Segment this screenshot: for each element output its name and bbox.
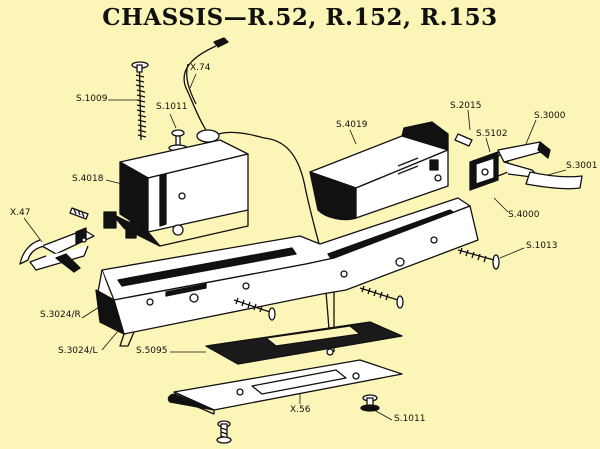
label-s1013: S.1013: [526, 241, 558, 251]
label-s3001: S.3001: [566, 161, 598, 171]
label-x56: X.56: [290, 405, 311, 415]
label-s3024l: S.3024/L: [58, 346, 98, 356]
label-s1011-bottom: S.1011: [394, 414, 426, 424]
label-x47: X.47: [10, 208, 31, 218]
label-s1011-top: S.1011: [156, 102, 188, 112]
s1011-bottom-screw: [360, 394, 380, 412]
label-s5095: S.5095: [136, 346, 168, 356]
s5102-bracket: [469, 151, 509, 191]
s4018-motor-block: [103, 139, 249, 247]
s1009-screw: [131, 61, 149, 141]
diagram-title: CHASSIS—R.52, R.152, R.153: [102, 4, 498, 31]
pin-small: [69, 207, 89, 220]
frame-screw-left: [233, 297, 276, 321]
x74-wire: [183, 37, 265, 143]
loose-screw: [216, 420, 232, 444]
label-s5102: S.5102: [476, 129, 508, 139]
x56-plate: [167, 359, 403, 415]
label-s3000: S.3000: [534, 111, 566, 121]
x47-pickup: [19, 227, 95, 273]
label-s4018: S.4018: [72, 174, 104, 184]
label-s4019: S.4019: [336, 120, 368, 130]
s4019-body: [309, 121, 449, 221]
s1013-screw: [457, 247, 500, 270]
s3001-strip: [525, 171, 583, 190]
label-s4000: S.4000: [508, 210, 540, 220]
label-s1009: S.1009: [76, 94, 108, 104]
leader-lines: [23, 73, 567, 421]
s5095-plate: [205, 321, 403, 365]
label-x74: X.74: [190, 63, 211, 73]
label-s2015: S.2015: [450, 101, 482, 111]
s2015-pin: [454, 133, 473, 147]
frame-screw-right: [359, 285, 404, 309]
chassis-frame: [95, 197, 479, 347]
label-s3024r: S.3024/R: [40, 310, 81, 320]
